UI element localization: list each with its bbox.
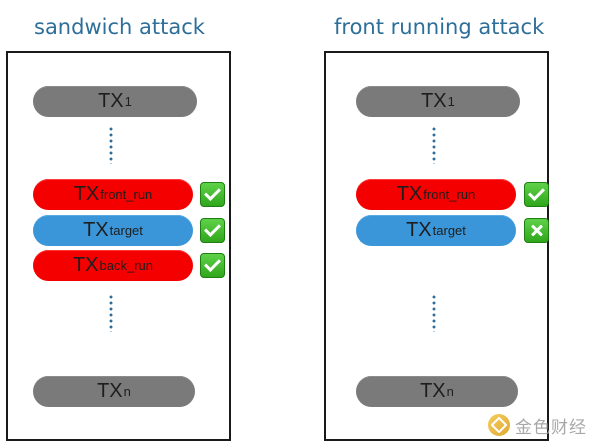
tx-label: TX [396, 183, 423, 205]
ellipsis-dots [109, 294, 113, 332]
tx-label: TX [98, 90, 124, 112]
tx-label: TX [97, 380, 123, 402]
check-mark-icon [200, 218, 225, 243]
check-mark-icon [200, 253, 225, 278]
tx-label: TX [72, 254, 99, 276]
block-frame [324, 51, 549, 441]
tx-label: TX [406, 219, 432, 241]
watermark-text: 金色财经 [515, 417, 587, 438]
tx-label: TX [73, 183, 100, 205]
ellipsis-dots [432, 126, 436, 164]
block-frame [6, 51, 231, 441]
ellipsis-dots [432, 294, 436, 332]
check-mark-icon [524, 182, 549, 207]
panel-title: sandwich attack [34, 15, 205, 39]
check-mark-icon [200, 182, 225, 207]
ellipsis-dots [109, 126, 113, 164]
jinse-logo-icon [488, 414, 510, 436]
panel-title: front running attack [334, 15, 545, 39]
cross-mark-icon [524, 218, 549, 243]
tx-label: TX [421, 90, 447, 112]
tx-label: TX [420, 380, 446, 402]
tx-label: TX [83, 219, 109, 241]
watermark: 金色财经 [488, 413, 587, 438]
